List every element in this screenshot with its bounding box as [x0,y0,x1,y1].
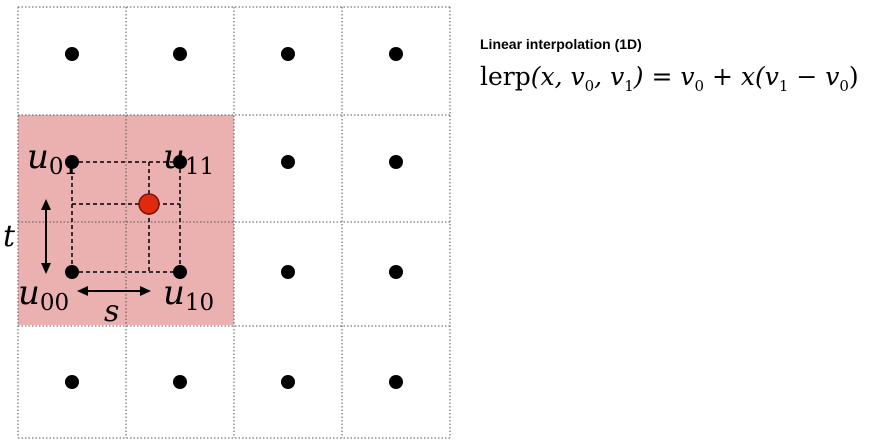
grid-dot [389,265,403,279]
label-t: t [3,219,16,254]
bilinear-grid-diagram: u01 u11 u00 u10 t s [3,6,451,439]
grid-dot [65,155,79,169]
grid-dot [65,375,79,389]
grid-dot [173,155,187,169]
t-arrow [41,199,51,274]
grid-dot [281,47,295,61]
lerp-formula: lerp(x, v0, v1) = v0 + x(v1 − v0) [480,62,859,95]
s-arrow [77,286,151,296]
grid-dot [65,265,79,279]
grid-dot [281,155,295,169]
grid-dot [173,375,187,389]
grid-dot [389,155,403,169]
grid-dot [281,375,295,389]
grid-dot [65,47,79,61]
label-u01: u01 [27,137,78,180]
label-u11: u11 [163,137,214,180]
grid-dot [389,375,403,389]
interpolation-lines [71,161,181,273]
grid-dots [65,47,403,389]
label-u10: u10 [163,273,214,316]
grid-dot [173,265,187,279]
grid-dot [173,47,187,61]
grid-dot [281,265,295,279]
label-s: s [104,294,119,329]
section-heading: Linear interpolation (1D) [480,36,642,52]
grid-dot [389,47,403,61]
label-u00: u00 [18,273,69,316]
sample-point [138,193,160,215]
